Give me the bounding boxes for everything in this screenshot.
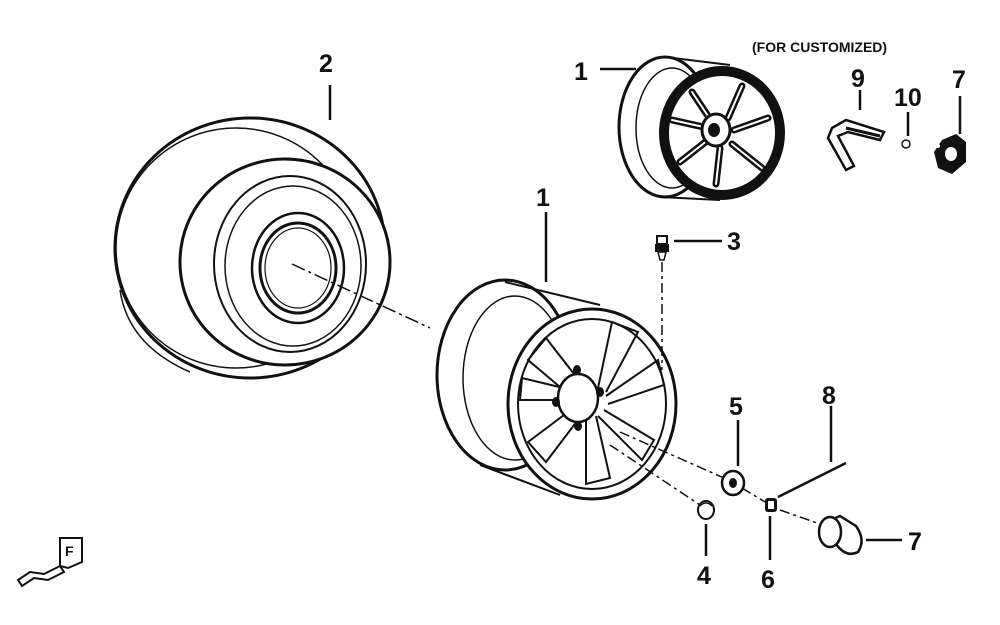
callout-1-customized-rim: 1 — [574, 58, 588, 86]
callout-3-valve-stem: 3 — [727, 228, 741, 256]
washer — [720, 469, 746, 497]
wheel-rim — [435, 278, 678, 501]
valve-stem — [655, 235, 669, 261]
tire — [113, 116, 392, 380]
center-cap-customized — [934, 134, 966, 174]
callout-10-bolt: 10 — [894, 84, 922, 112]
hub-cap — [817, 514, 863, 555]
leader-lines — [328, 67, 962, 560]
castle-nut — [765, 498, 777, 512]
callout-5-washer: 5 — [729, 393, 743, 421]
callout-7-center-cap: 7 — [952, 66, 966, 94]
callout-2-tire: 2 — [319, 50, 333, 78]
small-bolt — [901, 139, 911, 149]
wheel-nut — [697, 500, 715, 520]
callout-7-hub-cap: 7 — [908, 528, 922, 556]
callout-8: 8 — [822, 382, 836, 410]
tire-lever-tool — [826, 118, 886, 172]
front-mark-letter: F — [65, 543, 74, 559]
customized-wheel-rim — [617, 55, 785, 201]
callout-4-wheel-nut: 4 — [697, 562, 711, 590]
callout-6-castle-nut: 6 — [761, 566, 775, 594]
callout-1-wheel-rim: 1 — [536, 184, 550, 212]
front-direction-mark: F — [16, 537, 83, 588]
axis-line — [291, 263, 431, 329]
callout-9-tire-lever: 9 — [851, 65, 865, 93]
assembly-lines — [609, 431, 821, 525]
customized-note: (FOR CUSTOMIZED) — [752, 39, 887, 55]
